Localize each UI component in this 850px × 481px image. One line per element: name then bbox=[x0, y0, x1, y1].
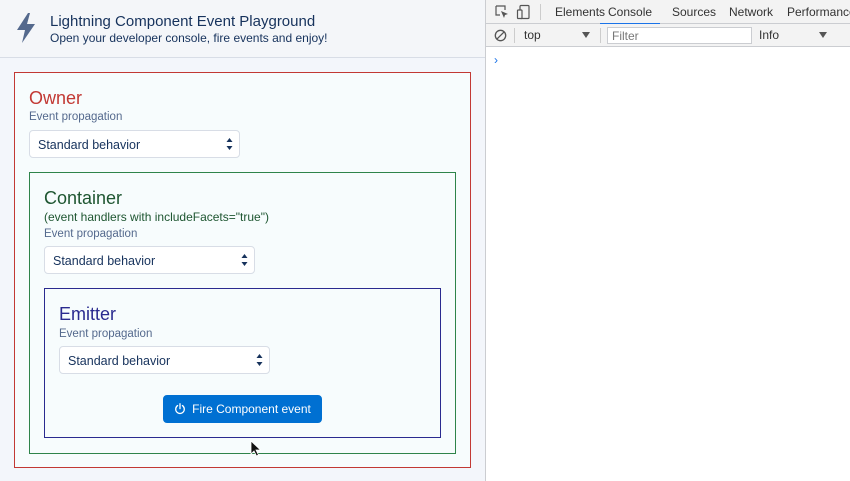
tab-sources[interactable]: Sources bbox=[672, 5, 717, 19]
container-propagation-label: Event propagation bbox=[44, 228, 138, 240]
clear-console-icon[interactable] bbox=[494, 29, 507, 42]
mouse-cursor-icon bbox=[250, 440, 262, 457]
console-toolbar: top Info bbox=[486, 24, 850, 47]
fire-component-event-button[interactable]: Fire Component event bbox=[163, 395, 322, 423]
console-filter-input[interactable] bbox=[607, 27, 752, 44]
select-arrows-icon bbox=[226, 138, 233, 150]
container-note: (event handlers with includeFacets="true… bbox=[44, 210, 269, 224]
tab-console-label: Console bbox=[608, 5, 653, 19]
owner-propagation-select[interactable]: Standard behavior bbox=[29, 130, 240, 158]
toolbar-separator bbox=[514, 28, 515, 43]
chevron-down-icon bbox=[582, 32, 590, 38]
log-level-select[interactable]: Info bbox=[759, 28, 829, 43]
tab-performance[interactable]: Performance bbox=[787, 5, 850, 19]
context-select[interactable]: top bbox=[524, 28, 594, 43]
inspect-element-icon[interactable] bbox=[494, 4, 510, 20]
app-title: Lightning Component Event Playground bbox=[50, 13, 316, 30]
container-title: Container bbox=[44, 188, 123, 208]
tab-elements[interactable]: Elements bbox=[555, 5, 606, 19]
select-arrows-icon bbox=[256, 354, 263, 366]
app-subtitle: Open your developer console, fire events… bbox=[50, 31, 328, 45]
select-arrows-icon bbox=[241, 254, 248, 266]
emitter-propagation-value: Standard behavior bbox=[68, 354, 171, 368]
console-prompt[interactable]: › bbox=[494, 53, 498, 67]
toolbar-separator bbox=[600, 28, 601, 43]
log-level-value: Info bbox=[759, 28, 780, 42]
emitter-title: Emitter bbox=[59, 304, 117, 324]
emitter-propagation-label: Event propagation bbox=[59, 328, 153, 340]
emitter-propagation-select[interactable]: Standard behavior bbox=[59, 346, 270, 374]
container-propagation-value: Standard behavior bbox=[53, 254, 156, 268]
pane-divider[interactable] bbox=[485, 0, 486, 481]
container-propagation-select[interactable]: Standard behavior bbox=[44, 246, 255, 274]
context-value: top bbox=[524, 28, 541, 42]
devtools-panel: Elements Console Sources Network Perform… bbox=[486, 0, 850, 481]
tab-separator bbox=[540, 4, 541, 20]
fire-button-label: Fire Component event bbox=[192, 402, 311, 416]
lightning-bolt-icon bbox=[17, 13, 35, 43]
tab-console[interactable]: Console bbox=[600, 0, 661, 25]
power-icon bbox=[175, 403, 185, 415]
devtools-tab-bar: Elements Console Sources Network Perform… bbox=[486, 0, 850, 25]
owner-propagation-label: Event propagation bbox=[29, 111, 123, 123]
lightning-app: Lightning Component Event Playground Ope… bbox=[0, 0, 485, 481]
owner-propagation-value: Standard behavior bbox=[38, 138, 141, 152]
tab-network[interactable]: Network bbox=[729, 5, 774, 19]
owner-title: Owner bbox=[29, 88, 83, 108]
app-header: Lightning Component Event Playground Ope… bbox=[0, 0, 485, 58]
chevron-down-icon bbox=[819, 32, 827, 38]
device-toolbar-icon[interactable] bbox=[516, 4, 532, 20]
